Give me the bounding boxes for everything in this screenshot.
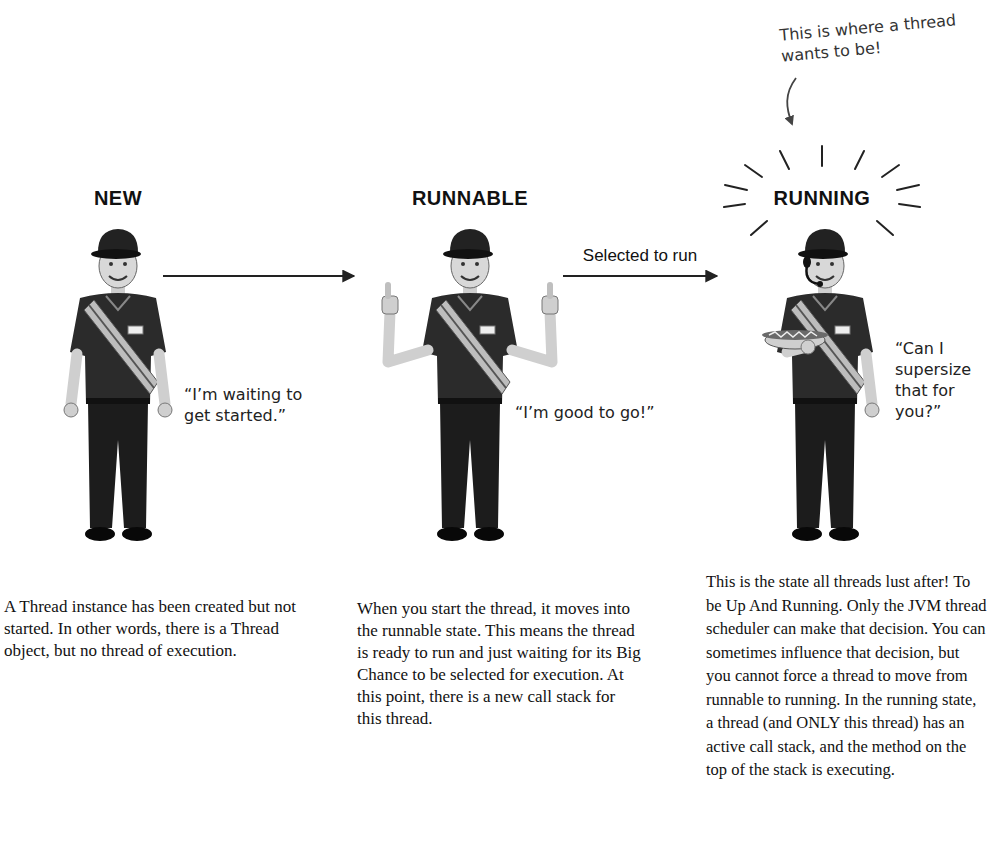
state-heading: RUNNING <box>742 186 902 210</box>
worker-runnable <box>382 229 558 541</box>
speech-quote: “I’m waiting to get started.” <box>184 384 324 426</box>
hot-dog-sausage <box>762 330 828 340</box>
speech-quote: “Can I supersize that for you?” <box>895 338 985 422</box>
worker-figure <box>70 229 166 541</box>
transition-arrow <box>163 275 354 277</box>
transition-arrow <box>563 275 717 277</box>
state-description: A Thread instance has been created but n… <box>4 596 300 662</box>
worker-fist <box>382 296 398 314</box>
burst-line <box>899 204 920 207</box>
worker-figure <box>777 229 873 541</box>
worker-running <box>762 229 879 541</box>
burst-line <box>897 185 919 190</box>
burst-line <box>877 221 893 235</box>
burst-line <box>751 221 767 235</box>
worker-hand <box>64 403 78 417</box>
state-heading: NEW <box>38 186 198 210</box>
burst-line <box>882 165 899 177</box>
worker-forearm <box>159 354 165 404</box>
burst-line <box>724 204 745 207</box>
worker-forearm <box>866 354 872 404</box>
state-heading: RUNNABLE <box>390 186 550 210</box>
callout-arrow <box>787 78 796 124</box>
burst-line <box>780 151 789 169</box>
burst-line <box>725 185 747 190</box>
worker-arm <box>512 312 552 362</box>
worker-hand <box>158 403 172 417</box>
state-group: NEW“I’m waiting to get started.”A Thread… <box>60 228 160 558</box>
thumb-up <box>547 285 553 296</box>
state-description: When you start the thread, it moves into… <box>357 598 642 730</box>
handwritten-note: This is where a thread wants to be! <box>779 7 982 66</box>
mustard <box>769 332 817 337</box>
burst-line <box>821 146 823 166</box>
worker-forearm <box>71 354 77 404</box>
worker-new <box>64 229 172 541</box>
burst-line <box>745 165 762 177</box>
thumb-up <box>385 285 391 296</box>
worker-arm <box>388 312 428 362</box>
state-description: This is the state all threads lust after… <box>706 570 987 782</box>
worker-hand <box>801 340 815 354</box>
headset-mic <box>817 281 823 287</box>
edge-label: Selected to run <box>581 246 699 266</box>
worker-hand <box>865 403 879 417</box>
worker-figure <box>422 229 518 541</box>
burst-lines <box>724 146 920 235</box>
headset-mic-arm <box>806 262 819 284</box>
state-group: RUNNABLE“I’m good to go!”When you start … <box>357 228 560 558</box>
state-group: RUNNING“Can I supersize that for you?”Th… <box>720 228 890 558</box>
speech-quote: “I’m good to go!” <box>515 402 680 423</box>
burst-line <box>855 151 864 169</box>
